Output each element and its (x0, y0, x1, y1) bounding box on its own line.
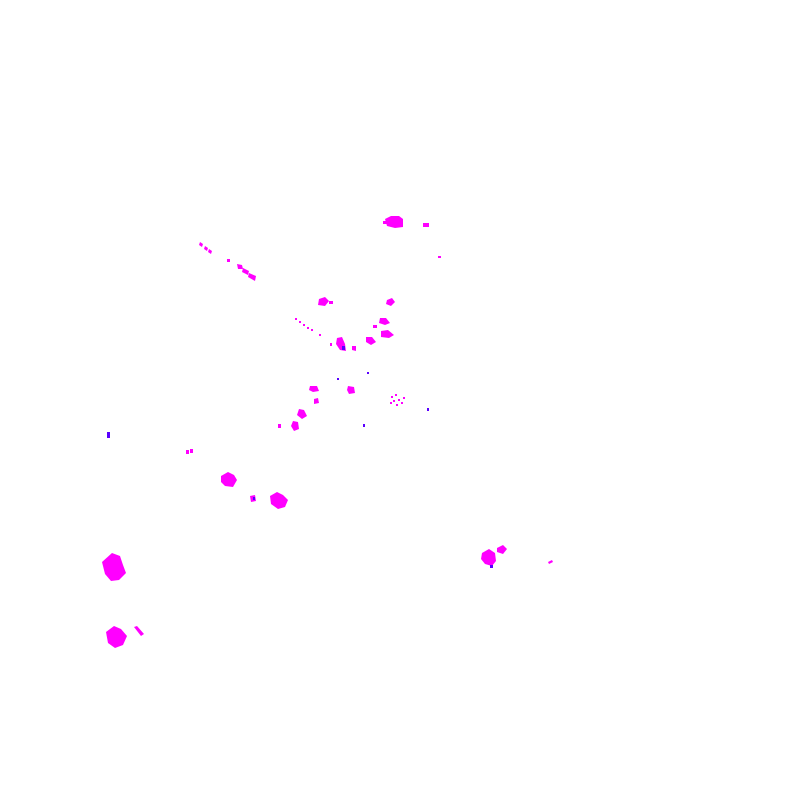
feature-shape (330, 343, 332, 346)
feature-cluster-southwest (102, 553, 144, 648)
feature-cluster-center-upper (318, 297, 395, 351)
feature-shape (186, 450, 189, 454)
feature-chain-northwest (199, 242, 256, 281)
feature-shape (548, 560, 553, 564)
feature-shape (423, 223, 429, 227)
feature-shape (386, 298, 395, 306)
feature-shape (208, 249, 212, 254)
feature-shape (352, 346, 356, 351)
feature-shape (490, 565, 493, 568)
feature-shape (248, 273, 256, 281)
feature-shape (299, 321, 301, 323)
feature-shape (393, 400, 395, 402)
feature-shape (373, 325, 377, 328)
feature-shape (242, 268, 249, 275)
feature-shape (342, 346, 345, 350)
feature-shape (398, 399, 400, 401)
feature-points-secondary-south (253, 497, 493, 568)
feature-shape (295, 318, 297, 320)
feature-shape (221, 472, 237, 487)
feature-shape (497, 545, 507, 554)
feature-shape (106, 626, 127, 648)
feature-shape (253, 497, 255, 500)
feature-shape (383, 221, 389, 224)
feature-shape (438, 256, 441, 258)
feature-shape (396, 404, 398, 406)
feature-shape (107, 432, 110, 438)
feature-shape (227, 259, 230, 262)
feature-shape (134, 626, 144, 636)
feature-shape (303, 324, 305, 326)
feature-shape (366, 337, 376, 345)
feature-shape (403, 397, 405, 399)
feature-shape (363, 424, 365, 427)
feature-shape (481, 549, 496, 566)
feature-shape (102, 553, 126, 581)
feature-shape (278, 424, 281, 428)
feature-chain-center-diagonal (295, 318, 321, 336)
feature-shape (204, 246, 208, 251)
feature-shape (190, 449, 193, 453)
feature-shape (381, 330, 394, 338)
feature-shape (297, 409, 307, 419)
feature-shape (337, 378, 339, 380)
feature-shape (199, 242, 203, 247)
feature-cluster-north (383, 216, 441, 258)
feature-cluster-center (278, 386, 405, 431)
feature-shape (401, 402, 403, 404)
feature-shape (385, 216, 403, 228)
feature-shape (329, 301, 333, 304)
feature-shape (270, 492, 288, 509)
feature-shape (307, 327, 309, 329)
feature-shape (427, 408, 429, 411)
feature-shape (237, 264, 243, 269)
feature-shape (311, 329, 313, 331)
feature-shape (309, 386, 319, 392)
feature-cluster-west (186, 449, 288, 509)
feature-shape (391, 396, 393, 398)
feature-shape (347, 386, 355, 394)
feature-shape (367, 372, 369, 374)
feature-shape (390, 402, 392, 404)
feature-shape (379, 318, 390, 325)
feature-shape (291, 421, 299, 431)
feature-shape (314, 398, 319, 404)
feature-shape (319, 334, 321, 336)
feature-shape (318, 297, 329, 306)
feature-points-secondary (107, 346, 429, 438)
feature-cluster-southeast (481, 545, 553, 566)
feature-shape (395, 394, 397, 396)
